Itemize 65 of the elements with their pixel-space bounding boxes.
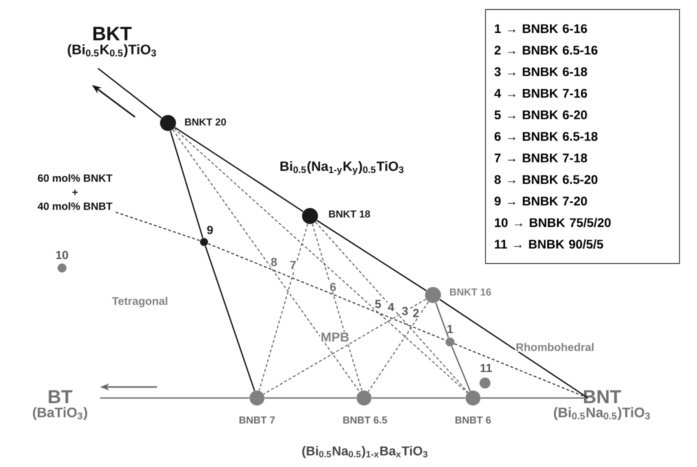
dashed-line — [454, 343, 588, 398]
key-entry: 11 → BNBK 90/5/5 — [494, 239, 604, 249]
key-box — [485, 9, 680, 264]
line — [435, 302, 449, 338]
end-member-label: BKT — [93, 26, 132, 40]
end-member-label: BT — [48, 390, 72, 404]
mixture-label: + — [72, 190, 78, 195]
phase-label: Rhombohedral — [515, 342, 595, 352]
dashed-line — [258, 224, 308, 391]
formula-label: (Bi$_{0.5}$K$_{0.5}$)TiO$_{3}$ — [68, 44, 156, 58]
dashed-line — [172, 129, 360, 392]
point-label: 9 — [207, 226, 213, 234]
line — [100, 397, 250, 399]
dashed-line — [263, 298, 426, 395]
line — [451, 346, 471, 392]
line — [372, 397, 466, 399]
dashed-line — [312, 224, 362, 391]
line — [174, 126, 304, 212]
key-entry: 5 → BNBK 6-20 — [494, 110, 587, 120]
line — [264, 397, 356, 399]
point-label: 11 — [480, 364, 492, 372]
point-number: 6 — [329, 282, 337, 292]
mixture-label: 60 mol% BNKT — [38, 174, 112, 182]
key-entry: 10 → BNBK 75/5/20 — [494, 218, 611, 228]
line — [440, 299, 588, 399]
point-label: BNKT 18 — [329, 210, 370, 218]
line — [170, 130, 204, 238]
line — [480, 397, 588, 399]
point-number: 8 — [270, 257, 278, 267]
point-label: BNKT 20 — [185, 118, 226, 126]
line — [204, 246, 256, 391]
point-label: 10 — [56, 250, 68, 260]
point-number: 3 — [401, 306, 409, 316]
point-number: 4 — [387, 302, 395, 312]
formula-label: (Bi$_{0.5}$Na$_{0.5}$)$_{1-x}$Ba$_{x}$TiO$_{3}$ — [302, 446, 428, 458]
point-label: BNBT 6.5 — [343, 416, 388, 424]
line — [316, 220, 426, 292]
formula-label: (Bi$_{0.5}$Na$_{0.5}$)TiO$_{3}$ — [554, 407, 650, 420]
point-number: 7 — [289, 260, 297, 270]
point-number: 5 — [374, 299, 382, 309]
point-label: BNKT 16 — [450, 288, 492, 296]
key-entry: 7 → BNBK 7-18 — [494, 154, 588, 162]
key-entry: 6 → BNBK 6.5-18 — [494, 132, 598, 141]
key-entry: 3 → BNBK 6-18 — [494, 67, 588, 76]
line — [98, 68, 162, 118]
dashed-line — [174, 128, 468, 394]
point-number: 2 — [412, 308, 420, 318]
phase-label: Tetragonal — [112, 296, 168, 308]
dashed-line — [208, 243, 446, 341]
key-entry: 4 → BNBK 7-16 — [494, 88, 587, 98]
mixture-label: 40 mol% BNBT — [38, 202, 112, 210]
key-entry: 1 → BNBK 6-16 — [494, 24, 587, 34]
point-label: BNBT 6 — [456, 416, 491, 424]
dashed-line — [315, 222, 468, 393]
end-member-label: BNT — [584, 390, 622, 404]
point-label: 1 — [447, 324, 453, 334]
dashed-line — [368, 302, 429, 392]
formula-label: (BaTiO$_{3}$) — [32, 407, 88, 420]
phase-label: MPB — [320, 332, 350, 342]
key-entry: 2 → BNBK 6.5-16 — [494, 46, 598, 55]
key-entry: 8 → BNBK 6.5-20 — [494, 175, 598, 184]
key-entry: 9 → BNBK 7-20 — [494, 196, 587, 206]
dashed-line — [116, 212, 200, 242]
point-label: BNBT 7 — [240, 416, 275, 424]
formula-label: Bi$_{0.5}$(Na$_{1-y}$K$_{y}$)$_{0.5}$TiO$_{3}$ — [280, 161, 404, 175]
